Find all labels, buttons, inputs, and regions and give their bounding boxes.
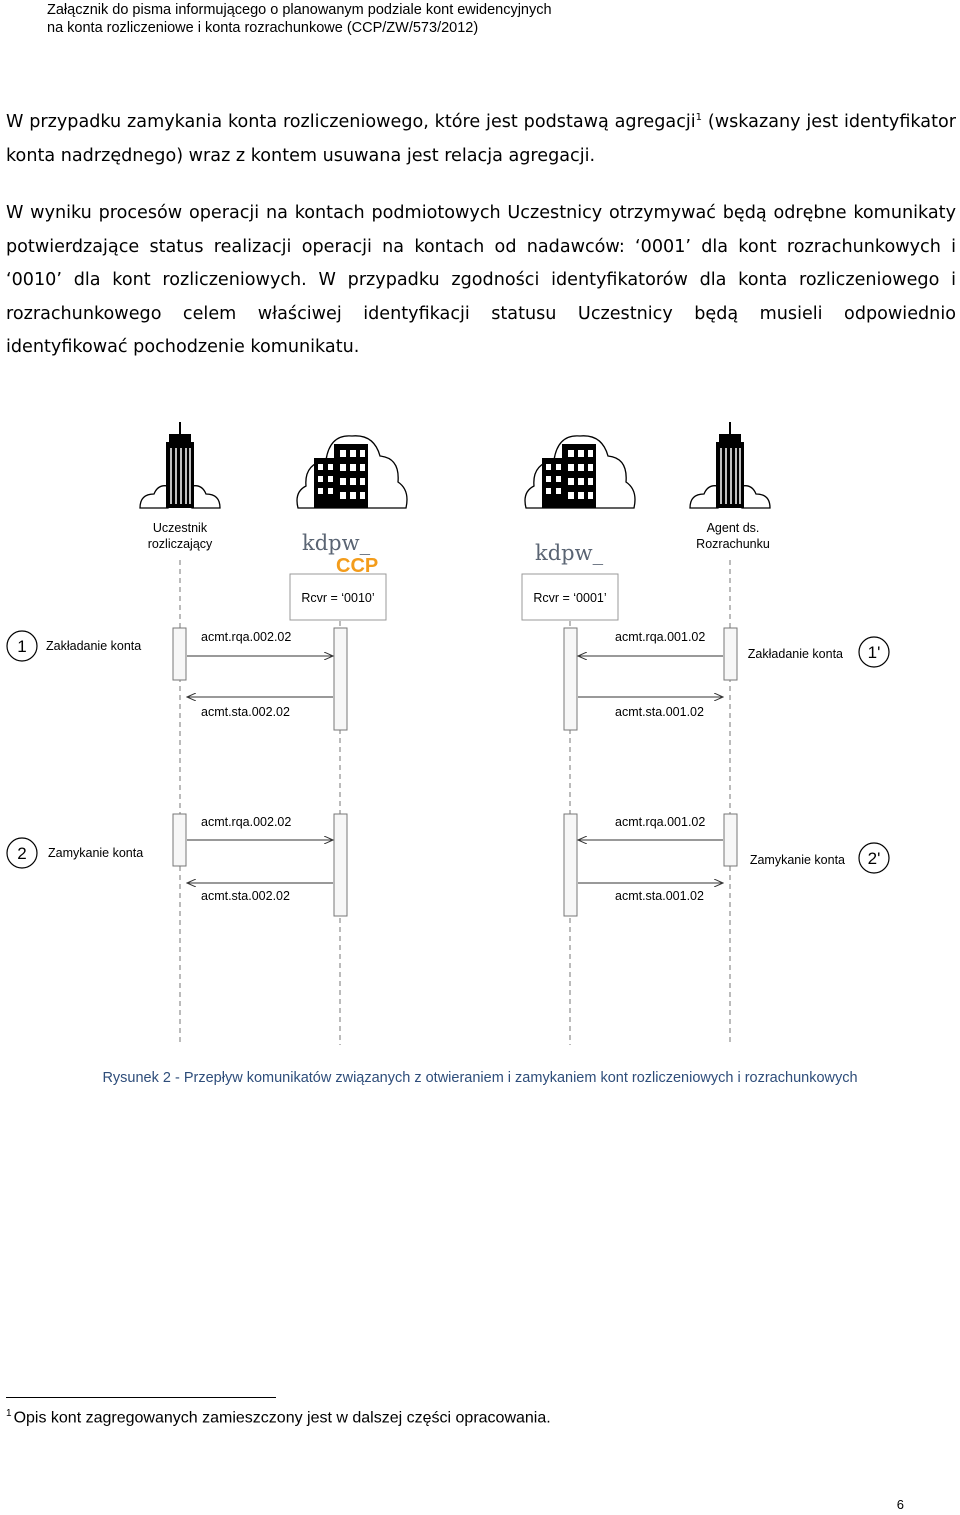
message-arrows — [187, 656, 723, 883]
step-1-left-response: acmt.sta.002.02 — [201, 705, 290, 719]
step-2-prime-number: 2' — [868, 849, 881, 868]
participant-label-line1: Uczestnik — [153, 521, 208, 535]
step-2-prime-badge — [858, 842, 890, 874]
activation-bars — [172, 627, 738, 917]
step-1-right-request: acmt.rqa.001.02 — [615, 630, 705, 644]
document-header: Załącznik do pisma informującego o plano… — [47, 1, 552, 37]
kdpw-building-icon — [524, 435, 636, 509]
step-2-label: Zamykanie konta — [48, 846, 143, 860]
step-1-number: 1 — [17, 637, 26, 656]
step-1-right-label: Zakładanie konta — [748, 647, 843, 661]
footnote-text: Opis kont zagregowanych zamieszczony jes… — [13, 1409, 551, 1427]
paragraph-aggregation: W przypadku zamykania konta rozliczeniow… — [6, 106, 956, 173]
step-2-badge — [6, 837, 38, 869]
settlement-agent-building-icon — [689, 421, 771, 509]
step-1-left-request: acmt.rqa.002.02 — [201, 630, 291, 644]
header-line-2: na konta rozliczeniowe i konta rozrachun… — [47, 20, 479, 36]
agent-label-line1: Agent ds. — [707, 521, 760, 535]
step-2-right-request: acmt.rqa.001.02 — [615, 815, 705, 829]
logo-ccp-bottom-text: CCP — [336, 555, 378, 577]
kdpw-receiver-box — [521, 573, 619, 621]
ccp-receiver-box — [289, 573, 387, 621]
paragraph-status-messages: W wyniku procesów operacji na kontach po… — [6, 203, 956, 357]
agent-label-line2: Rozrachunku — [696, 537, 770, 551]
message-flow-diagram: Uczestnik rozliczający Agent ds. Rozrach… — [6, 421, 890, 1045]
kdpw-logo: kdpw_ — [535, 541, 604, 565]
figure-caption: Rysunek 2 - Przepływ komunikatów związan… — [102, 1070, 858, 1086]
kdpw-receiver-label: Rcvr = ‘0001’ — [533, 591, 606, 605]
step-2-left-response: acmt.sta.002.02 — [201, 889, 290, 903]
step-1-badge — [6, 630, 38, 662]
step-1-prime-badge — [858, 636, 890, 668]
header-line-1: Załącznik do pisma informującego o plano… — [47, 2, 552, 18]
footnote-reference[interactable]: 1 — [695, 112, 703, 124]
paragraph-1-text-b: (wskazany jest identyfikator konta nadrz… — [6, 112, 956, 166]
step-2-right-response: acmt.sta.001.02 — [615, 889, 704, 903]
step-1-prime-number: 1' — [868, 643, 881, 662]
footnote-separator — [6, 1397, 276, 1398]
footnote-mark: 1 — [6, 1408, 12, 1419]
step-1-label: Zakładanie konta — [46, 639, 141, 653]
step-2-right-label: Zamykanie konta — [750, 853, 845, 867]
paragraph-1-text-a: W przypadku zamykania konta rozliczeniow… — [6, 112, 696, 132]
participant-building-icon — [139, 421, 221, 509]
step-1-right-response: acmt.sta.001.02 — [615, 705, 704, 719]
ccp-receiver-label: Rcvr = ‘0010’ — [301, 591, 374, 605]
step-2-left-request: acmt.rqa.002.02 — [201, 815, 291, 829]
logo-ccp-top-text: kdpw_ — [302, 531, 371, 555]
step-2-number: 2 — [17, 844, 26, 863]
participant-label-line2: rozliczający — [148, 537, 213, 551]
kdpw-ccp-logo: kdpw_ CCP — [302, 531, 378, 577]
ccp-building-icon — [296, 435, 408, 509]
page-number: 6 — [896, 1497, 904, 1512]
